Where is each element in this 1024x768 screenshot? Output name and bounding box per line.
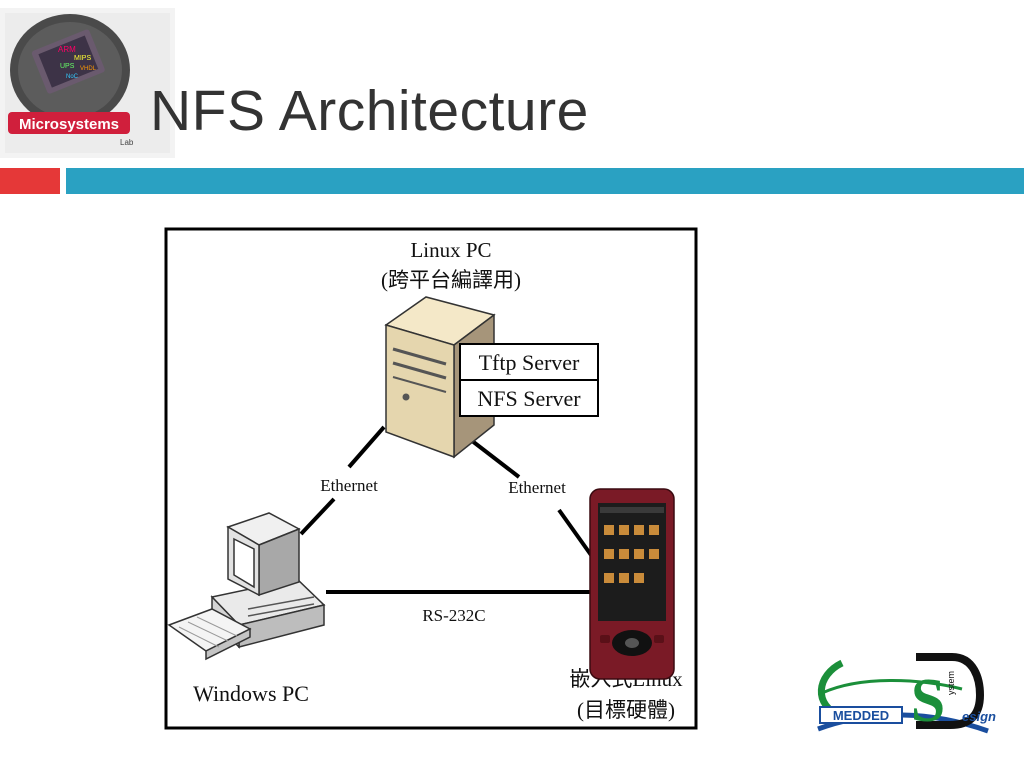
svg-text:Lab: Lab bbox=[120, 138, 134, 147]
windows-pc-icon bbox=[167, 512, 326, 661]
windows-pc-label: Windows PC bbox=[193, 681, 309, 706]
svg-text:VHDL: VHDL bbox=[80, 66, 97, 72]
logo-tail: esign bbox=[962, 709, 996, 724]
ethernet-label-right: Ethernet bbox=[508, 478, 566, 497]
accent-bar-blue bbox=[66, 168, 1024, 194]
linux-pc-label: Linux PC bbox=[410, 238, 491, 262]
ethernet-label-left: Ethernet bbox=[320, 476, 378, 495]
logo-name: Microsystems bbox=[19, 116, 119, 133]
embedded-linux-sublabel: (目標硬體) bbox=[577, 698, 675, 722]
link-linux-windows-2 bbox=[299, 497, 336, 536]
server-list: Tftp Server NFS Server bbox=[459, 343, 599, 417]
android-phone-icon bbox=[589, 488, 675, 680]
tftp-server-label: Tftp Server bbox=[479, 350, 580, 375]
embedded-system-design-logo: MEDDED S ystem esign bbox=[817, 653, 996, 735]
linux-pc-sublabel: (跨平台編譯用) bbox=[381, 268, 521, 292]
svg-text:ARM: ARM bbox=[58, 45, 76, 54]
nfs-architecture-diagram: Linux PC (跨平台編譯用) Ethernet Ethernet RS-2… bbox=[164, 227, 698, 730]
logo-s: S bbox=[911, 667, 945, 735]
svg-text:ystem: ystem bbox=[946, 671, 956, 695]
logo-word: MEDDED bbox=[833, 708, 889, 723]
microsystems-lab-logo: ARM MIPS UPS VHDL NoC Microsystems Lab bbox=[0, 8, 175, 158]
rs232c-label: RS-232C bbox=[422, 606, 485, 625]
link-linux-windows bbox=[347, 425, 386, 469]
accent-bar-red bbox=[0, 168, 60, 194]
nfs-server-label: NFS Server bbox=[477, 386, 581, 411]
svg-text:UPS: UPS bbox=[60, 63, 75, 70]
svg-text:MIPS: MIPS bbox=[74, 55, 91, 62]
slide-title: NFS Architecture bbox=[150, 79, 589, 143]
svg-text:NoC: NoC bbox=[66, 74, 79, 80]
